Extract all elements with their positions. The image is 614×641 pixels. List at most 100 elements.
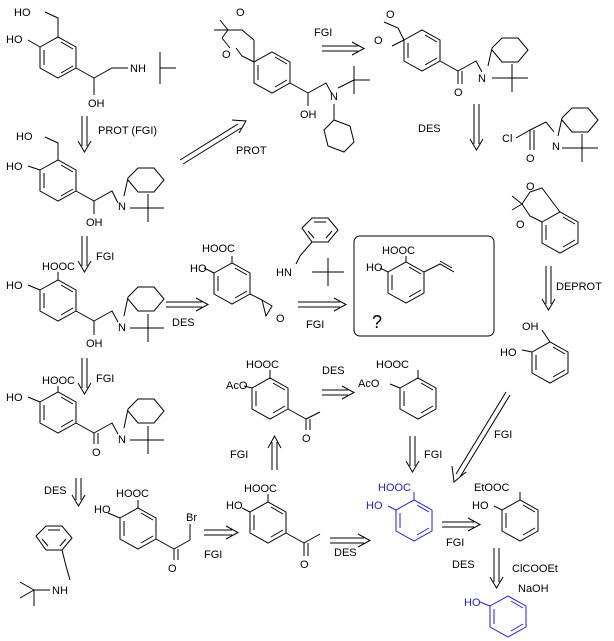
atom-label: Cl bbox=[502, 133, 512, 145]
molecule-aspirin: HOOC AcO bbox=[358, 359, 437, 420]
retro-arrow bbox=[77, 116, 92, 153]
step-label: DES bbox=[418, 123, 441, 135]
atom-label: HO bbox=[6, 34, 23, 46]
atom-label: O bbox=[300, 559, 309, 571]
reagent-label: NaOH bbox=[518, 583, 549, 595]
atom-label: AcO bbox=[226, 380, 248, 392]
retro-arrow bbox=[77, 358, 92, 395]
molecule-acid-chloride: Cl O N bbox=[502, 107, 599, 165]
step-label: PROT (FGI) bbox=[98, 125, 157, 137]
atom-label: HOOC bbox=[116, 488, 149, 500]
atom-label: HO bbox=[14, 7, 31, 19]
atom-label: NH bbox=[52, 585, 68, 597]
retro-arrow bbox=[469, 104, 484, 151]
atom-label: O bbox=[516, 219, 525, 231]
atom-label: HO bbox=[366, 262, 383, 274]
step-label: DEPROT bbox=[556, 281, 602, 293]
atom-label: O bbox=[526, 153, 535, 165]
molecule-benzyl-tbu-amine: HN bbox=[276, 217, 344, 286]
molecule-ester: EtOOC HO bbox=[472, 482, 539, 542]
molecule-salicylic: HOOC HO bbox=[366, 482, 433, 542]
step-label: FGI bbox=[306, 319, 324, 331]
atom-label: HOOC bbox=[244, 483, 277, 495]
atom-label: HOOC bbox=[42, 261, 75, 273]
retro-arrow bbox=[166, 297, 210, 312]
atom-label: OH bbox=[522, 321, 539, 333]
atom-label: O bbox=[92, 447, 101, 459]
retro-arrow bbox=[71, 478, 86, 507]
atom-label: HO bbox=[6, 392, 23, 404]
molecule-acid-alcohol: HOOC HO OH N bbox=[6, 261, 165, 350]
step-label: FGI bbox=[230, 449, 248, 461]
molecule-acetal-ketone: O O O N bbox=[374, 9, 529, 99]
atom-label: HOOC bbox=[246, 359, 279, 371]
atom-label: OH bbox=[88, 98, 105, 110]
atom-label: HOOC bbox=[378, 482, 411, 494]
step-label: FGI bbox=[314, 27, 332, 39]
atom-label: O bbox=[386, 9, 395, 21]
atom-label: OH bbox=[86, 217, 103, 229]
step-label: PROT bbox=[236, 145, 267, 157]
step-label: FGI bbox=[204, 549, 222, 561]
retro-arrow bbox=[405, 436, 420, 473]
molecule-epoxide: HOOC HO O bbox=[190, 243, 285, 325]
atom-label: HO bbox=[6, 161, 23, 173]
molecule-acid-ketone: HOOC HO O N bbox=[6, 375, 165, 459]
molecule-salbutamol: HO HO OH NH bbox=[6, 7, 176, 110]
retro-arrow bbox=[77, 236, 92, 273]
atom-label: HO bbox=[94, 504, 111, 516]
atom-label: HO bbox=[472, 500, 489, 512]
molecule-phenol: HO bbox=[464, 595, 527, 638]
atom-label: N bbox=[118, 434, 126, 446]
step-label: FGI bbox=[96, 373, 114, 385]
retro-arrow bbox=[267, 434, 282, 470]
retro-arrow bbox=[179, 119, 247, 165]
atom-label: O bbox=[276, 313, 285, 325]
step-label: DES bbox=[334, 547, 357, 559]
atom-label: HOOC bbox=[202, 243, 235, 255]
atom-label: HO bbox=[6, 280, 23, 292]
retro-arrow bbox=[330, 533, 372, 548]
target-box: HOOC HO ? bbox=[353, 235, 495, 337]
atom-label: HOOC bbox=[382, 245, 415, 257]
molecule-acetyl-salicylic: HOOC HO O bbox=[226, 483, 321, 571]
atom-label: HO bbox=[464, 597, 481, 609]
step-label: FGI bbox=[494, 429, 512, 441]
atom-label: HO bbox=[16, 131, 33, 143]
step-label: DES bbox=[322, 365, 345, 377]
retro-arrow bbox=[322, 41, 366, 56]
molecule-bromoketone: HOOC HO O Br bbox=[94, 488, 197, 575]
step-label: FGI bbox=[424, 449, 442, 461]
atom-label: O bbox=[374, 35, 383, 47]
atom-label: O bbox=[168, 563, 177, 575]
atom-label: O bbox=[454, 87, 463, 99]
atom-label: NH bbox=[130, 63, 146, 75]
step-label: FGI bbox=[96, 251, 114, 263]
molecule-saligenin: OH HO bbox=[500, 321, 569, 384]
atom-label: EtOOC bbox=[474, 482, 510, 494]
atom-label: Br bbox=[186, 512, 197, 524]
molecule-acetyl-aspirin: HOOC AcO O bbox=[226, 359, 321, 445]
atom-label: HOOC bbox=[376, 359, 409, 371]
atom-label: HN bbox=[276, 267, 292, 279]
retro-arrow bbox=[442, 517, 482, 532]
unknown-mark: ? bbox=[372, 312, 382, 332]
reagent-label: ClCOOEt bbox=[512, 563, 558, 575]
atom-label: O bbox=[236, 7, 245, 19]
atom-label: OH bbox=[86, 338, 103, 350]
atom-label: HO bbox=[366, 500, 383, 512]
molecule-amine: NH bbox=[19, 525, 73, 606]
step-label: DES bbox=[172, 317, 195, 329]
step-label: DES bbox=[452, 559, 475, 571]
retro-arrow bbox=[204, 525, 240, 540]
atom-label: HO bbox=[226, 500, 243, 512]
retro-arrow bbox=[298, 297, 348, 312]
step-label: FGI bbox=[446, 537, 464, 549]
atom-label: N bbox=[552, 141, 560, 153]
atom-label: HO bbox=[500, 347, 517, 359]
molecule-acetal-alcohol: O O OH N bbox=[214, 7, 370, 153]
atom-label: O bbox=[222, 49, 231, 61]
molecule-nbenzyl-salbutamol: HO HO OH N bbox=[6, 131, 165, 229]
atom-label: N bbox=[118, 201, 126, 213]
